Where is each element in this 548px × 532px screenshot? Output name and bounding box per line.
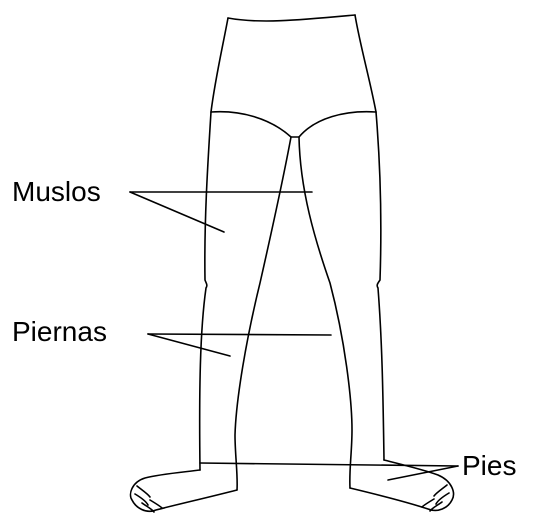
- shorts-left-side: [211, 18, 228, 112]
- leader-lines: [130, 192, 458, 480]
- left-leg-outline: [131, 112, 291, 512]
- shorts-right-side: [355, 15, 376, 112]
- shorts-outline: [211, 15, 376, 137]
- right-leg-outline: [299, 112, 453, 511]
- feet-label: Pies: [462, 452, 516, 480]
- shorts-left-hem: [211, 112, 291, 137]
- feet-leader-to-left-foot: [200, 463, 458, 466]
- legs-leader-to-left-leg: [148, 334, 230, 356]
- left-leg-outer: [200, 112, 211, 470]
- right-leg-inner: [299, 137, 352, 488]
- legs-label: Piernas: [12, 318, 107, 346]
- thighs-label: Muslos: [12, 178, 101, 206]
- right-foot: [350, 460, 453, 510]
- shorts-right-hem: [299, 112, 376, 137]
- legs-leader-to-right-leg: [148, 334, 331, 335]
- thighs-leader-to-left-thigh: [130, 192, 224, 232]
- right-leg-outer: [376, 112, 384, 460]
- left-leg-inner: [235, 137, 291, 490]
- feet-leader-to-right-foot: [388, 466, 458, 480]
- shorts-waistband: [228, 15, 355, 21]
